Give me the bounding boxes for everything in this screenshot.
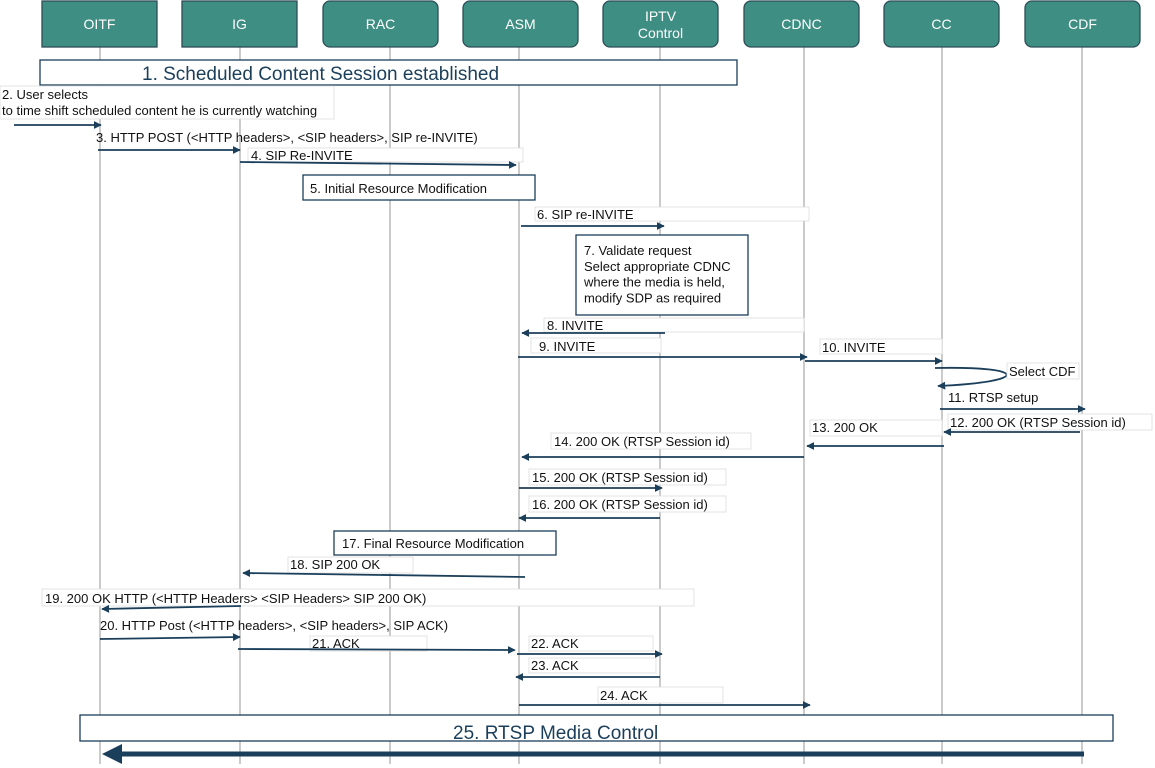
message-23: 23. ACK	[515, 657, 660, 681]
actor-asm[interactable]: ASM	[462, 0, 579, 48]
note-step-5: 5. Initial Resource Modification	[302, 174, 536, 201]
actor-cdf[interactable]: CDF	[1024, 0, 1141, 48]
message-18: 18. SIP 200 OK	[242, 556, 526, 578]
actor-label-oitf: OITF	[84, 16, 116, 32]
message-9: 9. INVITE	[518, 337, 808, 361]
message-select-cdf-arrow	[934, 366, 1008, 390]
actor-ig[interactable]: IG	[181, 0, 298, 48]
message-6: 6. SIP re-INVITE	[521, 206, 810, 230]
message-19: 19. 200 OK HTTP (<HTTP Headers> <SIP Hea…	[41, 588, 695, 613]
message-13: 13. 200 OK	[806, 419, 944, 450]
actor-cc[interactable]: CC	[883, 0, 1000, 48]
actor-label-ig: IG	[232, 16, 247, 32]
actor-label-asm: ASM	[505, 16, 535, 32]
banner-step-1-label: 1. Scheduled Content Session established	[142, 64, 499, 85]
message-19-label: 19. 200 OK HTTP (<HTTP Headers> <SIP Hea…	[45, 591, 426, 606]
message-select-cdf: Select CDF	[934, 362, 1080, 390]
message-21-label: 21. ACK	[312, 636, 360, 651]
actor-label-rac: RAC	[366, 16, 396, 32]
message-4-arrow	[239, 160, 517, 169]
message-21: 21. ACK	[237, 635, 516, 654]
message-22-label: 22. ACK	[531, 636, 579, 651]
message-4-label: 4. SIP Re-INVITE	[251, 148, 353, 163]
message-20: 20. HTTP Post (<HTTP headers>, <SIP head…	[99, 618, 448, 642]
message-3: 3. HTTP POST (<HTTP headers>, <SIP heade…	[96, 130, 478, 154]
message-16-label: 16. 200 OK (RTSP Session id)	[532, 497, 708, 512]
message-21-arrow	[237, 645, 516, 654]
message-3-label: 3. HTTP POST (<HTTP headers>, <SIP heade…	[96, 130, 478, 145]
note-step-5-label: 5. Initial Resource Modification	[310, 181, 487, 196]
message-select-cdf-label: Select CDF	[1009, 364, 1076, 379]
message-24-label: 24. ACK	[600, 688, 648, 703]
banner-step-1: 1. Scheduled Content Session established	[39, 59, 738, 86]
note-step-17: 17. Final Resource Modification	[333, 530, 557, 556]
message-11: 11. RTSP setup	[940, 390, 1086, 413]
message-20-label: 20. HTTP Post (<HTTP headers>, <SIP head…	[100, 618, 448, 633]
message-20-arrow	[99, 633, 241, 642]
message-13-label: 13. 200 OK	[812, 420, 878, 435]
message-19-arrow	[101, 604, 242, 613]
actor-label-cdf: CDF	[1068, 16, 1097, 32]
message-14-label: 14. 200 OK (RTSP Session id)	[554, 434, 730, 449]
actor-label-cdnc: CDNC	[781, 16, 821, 32]
message-8: 8. INVITE	[521, 317, 805, 337]
message-15: 15. 200 OK (RTSP Session id)	[519, 468, 727, 492]
banner-step-25: 25. RTSP Media Control	[79, 714, 1114, 764]
message-16: 16. 200 OK (RTSP Session id)	[518, 495, 727, 522]
message-11-label: 11. RTSP setup	[948, 390, 1038, 405]
message-12: 12. 200 OK (RTSP Session id)	[943, 413, 1153, 436]
message-18-arrow	[242, 569, 526, 578]
message-18-label: 18. SIP 200 OK	[290, 557, 380, 572]
actor-label-cc: CC	[931, 16, 951, 32]
message-8-label: 8. INVITE	[547, 318, 604, 333]
actor-rac[interactable]: RAC	[322, 0, 439, 48]
message-14: 14. 200 OK (RTSP Session id)	[521, 432, 804, 461]
actor-cdnc[interactable]: CDNC	[743, 0, 860, 48]
message-6-label: 6. SIP re-INVITE	[537, 207, 634, 222]
lifelines	[99, 47, 1083, 764]
message-23-label: 23. ACK	[531, 658, 579, 673]
message-10-label: 10. INVITE	[822, 340, 886, 355]
message-24: 24. ACK	[519, 686, 811, 709]
message-12-label: 12. 200 OK (RTSP Session id)	[950, 415, 1126, 430]
message-4: 4. SIP Re-INVITE	[239, 147, 524, 169]
actor-oitf[interactable]: OITF	[41, 0, 158, 48]
message-9-label: 9. INVITE	[539, 339, 596, 354]
message-10: 10. INVITE	[805, 338, 943, 365]
message-15-label: 15. 200 OK (RTSP Session id)	[532, 470, 708, 485]
note-step-17-label: 17. Final Resource Modification	[342, 536, 524, 551]
banner-step-25-label: 25. RTSP Media Control	[453, 723, 658, 744]
message-22: 22. ACK	[517, 635, 663, 658]
